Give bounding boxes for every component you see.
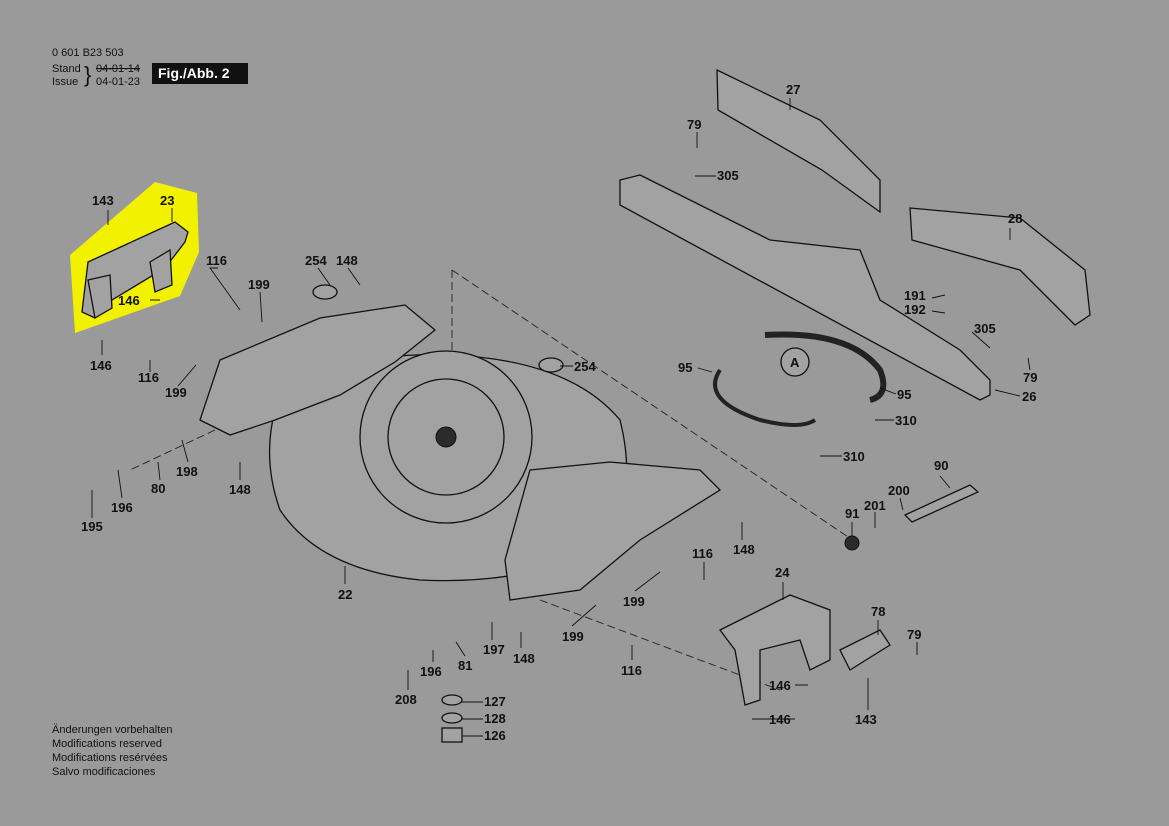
leader-line (91, 439, 189, 518)
callouts: 23 143 146 146 116 116 199 199 254 148 2… (81, 82, 1037, 743)
callout-208: 208 (395, 692, 417, 707)
leader-line (317, 132, 698, 367)
callout-195: 195 (81, 519, 103, 534)
callout-143: 143 (855, 712, 877, 727)
callout-199: 199 (165, 385, 187, 400)
saw-base (199, 304, 722, 601)
leader-line (703, 512, 876, 580)
callout-143: 143 (92, 193, 114, 208)
callout-254: 254 (305, 253, 327, 268)
callout-199: 199 (248, 277, 270, 292)
note-en: Modifications reserved (52, 738, 163, 750)
callout-26: 26 (1022, 389, 1036, 404)
callout-116: 116 (138, 370, 159, 385)
callout-23: 23 (160, 193, 174, 208)
assembly-line (129, 429, 216, 471)
callout-148: 148 (336, 253, 358, 268)
callout-28: 28 (1008, 211, 1022, 226)
callout-78: 78 (871, 604, 885, 619)
callout-191: 191 (904, 288, 926, 303)
assembly-line (451, 269, 861, 546)
callout-199: 199 (562, 629, 584, 644)
callout-148: 148 (733, 542, 755, 557)
callout-81: 81 (458, 658, 472, 673)
callout-310: 310 (843, 449, 865, 464)
callout-27: 27 (786, 82, 800, 97)
figure-label: Fig./Abb. 2 (152, 63, 248, 84)
callout-254: 254 (574, 359, 596, 374)
modification-notes: Änderungen vorbehalten Modifications res… (52, 723, 172, 779)
issue-date: 04-01-23 (96, 76, 141, 88)
callout-A: A (790, 355, 800, 370)
leader-line (455, 622, 869, 710)
brace: } (84, 62, 92, 87)
callout-148: 148 (513, 651, 535, 666)
callout-310: 310 (895, 413, 917, 428)
leader-line (407, 650, 483, 737)
callout-192: 192 (904, 302, 926, 317)
callout-196: 196 (111, 500, 133, 515)
callout-95: 95 (678, 360, 692, 375)
callout-24: 24 (775, 565, 790, 580)
note-es: Salvo modificaciones (52, 766, 156, 778)
callout-91: 91 (845, 506, 859, 521)
callout-95: 95 (897, 387, 911, 402)
leader-line (752, 620, 918, 720)
callout-116: 116 (621, 663, 642, 678)
callout-116: 116 (206, 253, 227, 268)
callout-148: 148 (229, 482, 251, 497)
callout-305: 305 (974, 321, 996, 336)
stand-date: 04-01-14 (96, 63, 141, 75)
callout-126: 126 (484, 728, 506, 743)
assembly-line (539, 599, 781, 691)
note-fr: Modifications resérvées (52, 752, 168, 764)
callout-196: 196 (420, 664, 442, 679)
leader-line (695, 98, 1011, 299)
issue-label: Issue (52, 76, 79, 88)
callout-79: 79 (687, 117, 701, 132)
leader-line (697, 367, 897, 457)
callout-200: 200 (888, 483, 910, 498)
leader-line (571, 571, 784, 660)
callout-201: 201 (864, 498, 886, 513)
callout-116: 116 (692, 546, 713, 561)
leader-line (239, 462, 951, 584)
fence-assembly (619, 68, 1091, 401)
part-23-bracket (81, 221, 189, 320)
misc-parts (312, 284, 980, 743)
callout-146: 146 (90, 358, 112, 373)
callout-146: 146 (769, 678, 791, 693)
leader-line (101, 208, 173, 355)
note-de: Änderungen vorbehalten (52, 724, 173, 736)
callout-199: 199 (623, 594, 645, 609)
leader-line (931, 310, 1031, 397)
callout-80: 80 (151, 481, 165, 496)
stand-label: Stand (52, 63, 81, 75)
callout-128: 128 (484, 711, 506, 726)
callout-22: 22 (338, 587, 352, 602)
callout-127: 127 (484, 694, 506, 709)
callout-90: 90 (934, 458, 948, 473)
callout-197: 197 (483, 642, 505, 657)
leader-line (149, 267, 263, 387)
callout-146: 146 (118, 293, 140, 308)
callout-79: 79 (907, 627, 921, 642)
part-number: 0 601 B23 503 (52, 47, 124, 59)
callout-305: 305 (717, 168, 739, 183)
callout-146: 146 (769, 712, 791, 727)
callout-198: 198 (176, 464, 198, 479)
callout-79: 79 (1023, 370, 1037, 385)
